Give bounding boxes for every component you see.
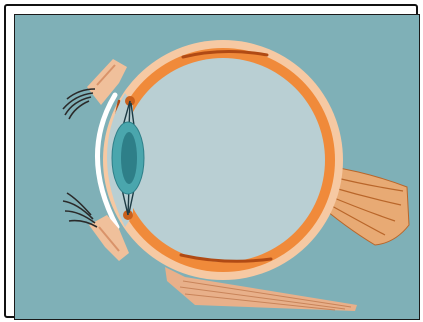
outer-frame: [4, 4, 418, 318]
eye-diagram: [15, 15, 420, 320]
lens-nucleus: [121, 132, 137, 184]
vitreous-body: [121, 58, 325, 262]
diagram-panel: [14, 14, 420, 320]
